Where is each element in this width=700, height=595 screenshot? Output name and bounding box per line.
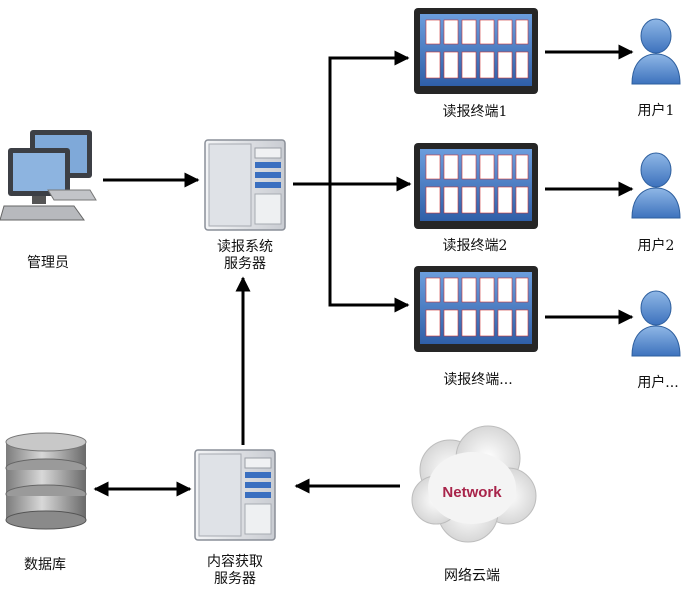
user-2-icon [631, 152, 681, 219]
cloud-network-text: Network [442, 484, 502, 501]
content-server-label-line2: 服务器 [214, 571, 256, 587]
reader-server-icon [204, 139, 286, 231]
user-3-label: 用户... [637, 375, 679, 391]
terminal-3-label: 读报终端... [443, 372, 513, 388]
reader-server-label: 读报系统 服务器 [200, 239, 290, 273]
admin-label: 管理员 [27, 255, 69, 271]
arrow-terminals-to-users [545, 44, 634, 325]
terminal-2-icon [413, 142, 539, 230]
user-3-icon [631, 290, 681, 357]
reader-server-label-line1: 读报系统 [217, 239, 273, 255]
arrow-reader-to-terminals [293, 50, 412, 313]
admin-computer-icon [0, 130, 97, 221]
content-server-label-line1: 内容获取 [207, 554, 263, 570]
database-label: 数据库 [24, 557, 66, 573]
user-1-label: 用户1 [637, 103, 675, 119]
user-1-icon [631, 18, 681, 85]
content-server-icon [194, 449, 276, 541]
content-server-label: 内容获取 服务器 [190, 554, 280, 588]
terminal-1-label: 读报终端1 [442, 104, 508, 120]
network-cloud-icon: Network [411, 425, 537, 543]
reader-server-label-line2: 服务器 [224, 256, 266, 272]
terminal-2-label: 读报终端2 [442, 238, 508, 254]
database-icon [5, 432, 87, 530]
user-2-label: 用户2 [637, 238, 675, 254]
terminal-3-icon [413, 265, 539, 353]
cloud-label: 网络云端 [444, 568, 500, 584]
terminal-1-icon [413, 7, 539, 95]
